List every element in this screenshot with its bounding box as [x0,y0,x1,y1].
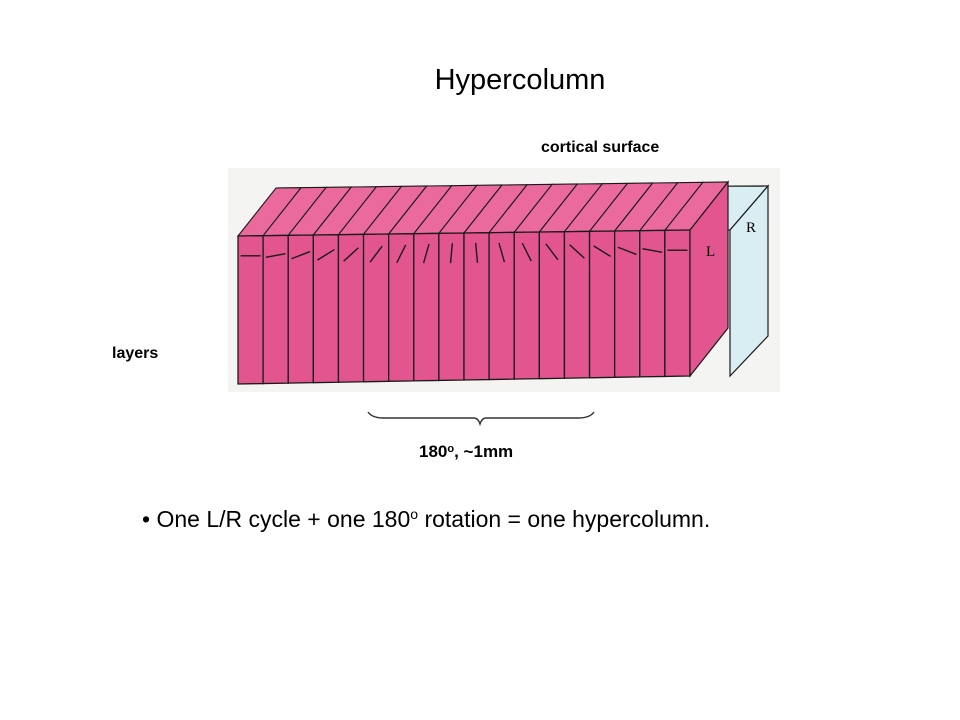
layers-label: layers [112,345,159,362]
slab-front [513,231,540,380]
orientation-tick [474,242,479,263]
orientation-tick [642,247,663,254]
ocular-dominance-slabs [236,180,730,385]
slab-front [614,230,641,378]
slab-front [287,234,314,384]
orientation-tick [369,245,383,263]
orientation-tick [317,248,335,261]
orientation-tick [291,250,311,260]
slab-front [563,230,591,379]
span-value: 180 [419,442,448,461]
slab-front [237,235,264,385]
orientation-tick [449,243,454,264]
slab-side [689,180,729,378]
slide-title: Hypercolumn [434,64,606,96]
orientation-tick [396,244,407,264]
summary-bullet: • One L/R cycle + one 180o rotation = on… [142,504,710,537]
right-eye-label: R [746,220,756,236]
slab-front [362,233,390,383]
left-eye-label: L [706,244,715,260]
orientation-tick [521,242,532,262]
orientation-tick [545,243,559,261]
orientation-tick [569,244,585,259]
bullet-marker: • [142,506,151,532]
orientation-tick [593,245,611,258]
span-label: 180o, ~1mm [419,442,513,464]
orientation-tick [265,252,286,259]
orientation-ticks [240,242,688,264]
bullet-degree-superscript: o [410,506,419,522]
span-brace [367,411,595,427]
slab-front [337,233,365,383]
cortical-surface-label: cortical surface [541,139,660,156]
slab-front [588,230,616,379]
slab-front [312,234,340,384]
orientation-tick [498,242,506,263]
slab-front [538,231,566,380]
bullet-text-after: rotation = one hypercolumn. [418,506,711,532]
span-rest: , ~1mm [454,442,514,461]
orientation-tick [422,243,430,264]
right-block-side [729,184,769,378]
slab-front [664,229,691,378]
bullet-text-before: One L/R cycle + one 180 [156,506,411,532]
orientation-tick [343,247,359,262]
slab-front [388,233,415,382]
degree-superscript: o [447,443,455,455]
orientation-tick [617,246,637,256]
